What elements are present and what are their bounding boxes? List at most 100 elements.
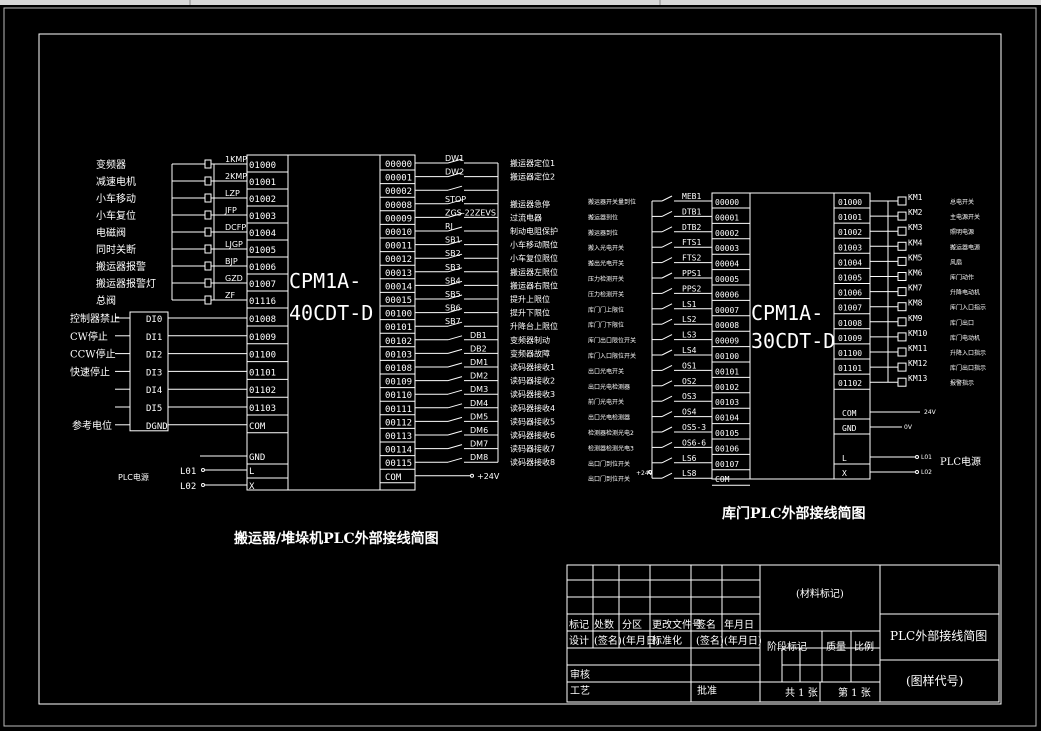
left-output-label: 搬运器急停 — [510, 199, 550, 209]
right-input-label: 库门门下限位 — [588, 321, 624, 329]
right-input-label: 出口门到位开关 — [588, 460, 630, 468]
left-output-addr: 00100 — [385, 310, 412, 320]
right-output-km: KM5 — [908, 253, 923, 262]
tb-row2-cell: 设计 — [569, 634, 589, 647]
right-input-addr: 00003 — [715, 244, 739, 253]
right-input-switch: OS1 — [682, 361, 697, 370]
right-gnd-label: GND — [842, 424, 857, 433]
left-output-addr: 00001 — [385, 174, 412, 184]
left-output-label: 变频器制动 — [510, 335, 550, 345]
right-input-label: 压力检测开关 — [588, 275, 624, 283]
left-output-contact — [447, 416, 463, 422]
left-output-addr: 00002 — [385, 187, 412, 197]
left-di-label: 参考电位 — [72, 419, 112, 432]
right-input-addr: 00001 — [715, 213, 739, 222]
left-output-contact — [447, 348, 463, 354]
right-input-label: 出口光电检测器 — [588, 383, 630, 391]
tb-sheet: 第 1 张 — [838, 686, 871, 699]
left-input-addr: 01000 — [249, 161, 276, 171]
right-output-coil — [897, 332, 907, 342]
left-di-pin: DI4 — [146, 386, 162, 396]
left-24v-label: +24V — [477, 472, 500, 481]
right-output-label: 库门入口指示 — [950, 304, 986, 312]
right-output-km: KM12 — [908, 359, 927, 368]
right-input-label: 出口门到位开关 — [588, 475, 630, 483]
right-input-contact — [661, 426, 673, 433]
right-output-addr: 01100 — [838, 349, 862, 358]
right-output-addr: 01009 — [838, 334, 862, 343]
left-input-addr: 01007 — [249, 280, 276, 290]
right-output-km: KM6 — [908, 269, 923, 278]
tb-drawing-title: PLC外部接线简图 — [890, 628, 987, 643]
sheet-inner-border — [38, 33, 1002, 705]
right-input-contact — [661, 272, 673, 279]
right-l02-terminal — [915, 470, 919, 474]
right-output-coil — [897, 196, 907, 206]
right-input-switch: OS4 — [682, 408, 697, 417]
right-output-km: KM9 — [908, 314, 923, 323]
left-input-coil — [204, 261, 212, 271]
right-output-km: KM3 — [908, 223, 923, 232]
right-input-contact — [661, 457, 673, 464]
left-output-label: 搬运器左限位 — [510, 267, 558, 277]
right-output-coil — [897, 287, 907, 297]
right-output-coil — [897, 256, 907, 266]
tb-approve: 批准 — [697, 684, 717, 697]
right-output-km: KM11 — [908, 344, 927, 353]
tb-sheets: 共 1 张 — [785, 687, 818, 699]
right-input-label: 搬运器到位 — [588, 229, 618, 237]
right-input-switch: OS2 — [682, 377, 697, 386]
left-di-addr: 01101 — [249, 368, 276, 378]
tb-row2-cell: (签名) — [594, 634, 622, 647]
right-input-contact — [661, 411, 673, 418]
right-output-km: KM4 — [908, 238, 923, 247]
tb-row1-cell: 更改文件号 — [652, 618, 702, 631]
left-output-switch: SB4 — [445, 276, 461, 285]
left-input-switch: 2KMP — [225, 172, 247, 181]
tb-row2-cell: (年月日) — [724, 634, 762, 647]
left-output-addr: 00113 — [385, 432, 412, 442]
left-input-coil — [204, 193, 212, 203]
left-di-label: CCW停止 — [70, 348, 116, 361]
left-input-addr: 01002 — [249, 195, 276, 205]
window-top-strip — [0, 0, 1041, 5]
left-output-switch: STOP — [445, 195, 466, 204]
left-output-label: 提升下限位 — [510, 308, 550, 318]
right-plc-core — [749, 192, 835, 480]
right-output-coil — [897, 241, 907, 251]
right-input-addr: 00107 — [715, 460, 739, 469]
left-input-coil — [204, 295, 212, 305]
title-block-frame — [566, 564, 1000, 703]
right-input-contact — [661, 241, 673, 248]
right-input-switch: OS3 — [682, 392, 697, 401]
left-output-contact — [447, 158, 463, 164]
right-input-addr: 00007 — [715, 306, 739, 315]
right-input-addr: 00102 — [715, 383, 739, 392]
right-input-contact — [661, 210, 673, 217]
left-output-contact — [447, 444, 463, 450]
right-output-coil — [897, 211, 907, 221]
right-output-addr: 01005 — [838, 274, 862, 283]
left-di-addr: 01103 — [249, 404, 276, 414]
left-plc-core — [287, 154, 381, 491]
left-input-coil — [204, 210, 212, 220]
tb-material: (材料标记) — [796, 587, 844, 600]
right-input-switch: MEB1 — [682, 192, 701, 201]
left-output-addr: 00114 — [385, 446, 412, 456]
right-output-km: KM13 — [908, 374, 927, 383]
left-output-addr: 00012 — [385, 255, 412, 265]
right-input-label: 出口光电检测器 — [588, 414, 630, 422]
tb-scale: 比例 — [854, 640, 874, 653]
left-input-switch: ZF — [225, 291, 235, 300]
right-power-label: PLC电源 — [940, 455, 981, 468]
left-input-coil — [204, 176, 212, 186]
right-output-coil — [897, 317, 907, 327]
left-24v-terminal — [470, 473, 474, 478]
right-input-addr: 00100 — [715, 352, 739, 361]
left-output-label: 搬运器右限位 — [510, 280, 558, 290]
right-output-label: 升降入口指示 — [950, 349, 986, 357]
right-output-label: 总电开关 — [950, 198, 974, 206]
title-block: (材料标记) PLC外部接线简图 (图样代号) 标记处数分区更改文件号签名年月日… — [566, 564, 1000, 703]
right-0v-out: 0V — [904, 424, 913, 431]
left-output-label: 变频器故障 — [510, 348, 550, 358]
